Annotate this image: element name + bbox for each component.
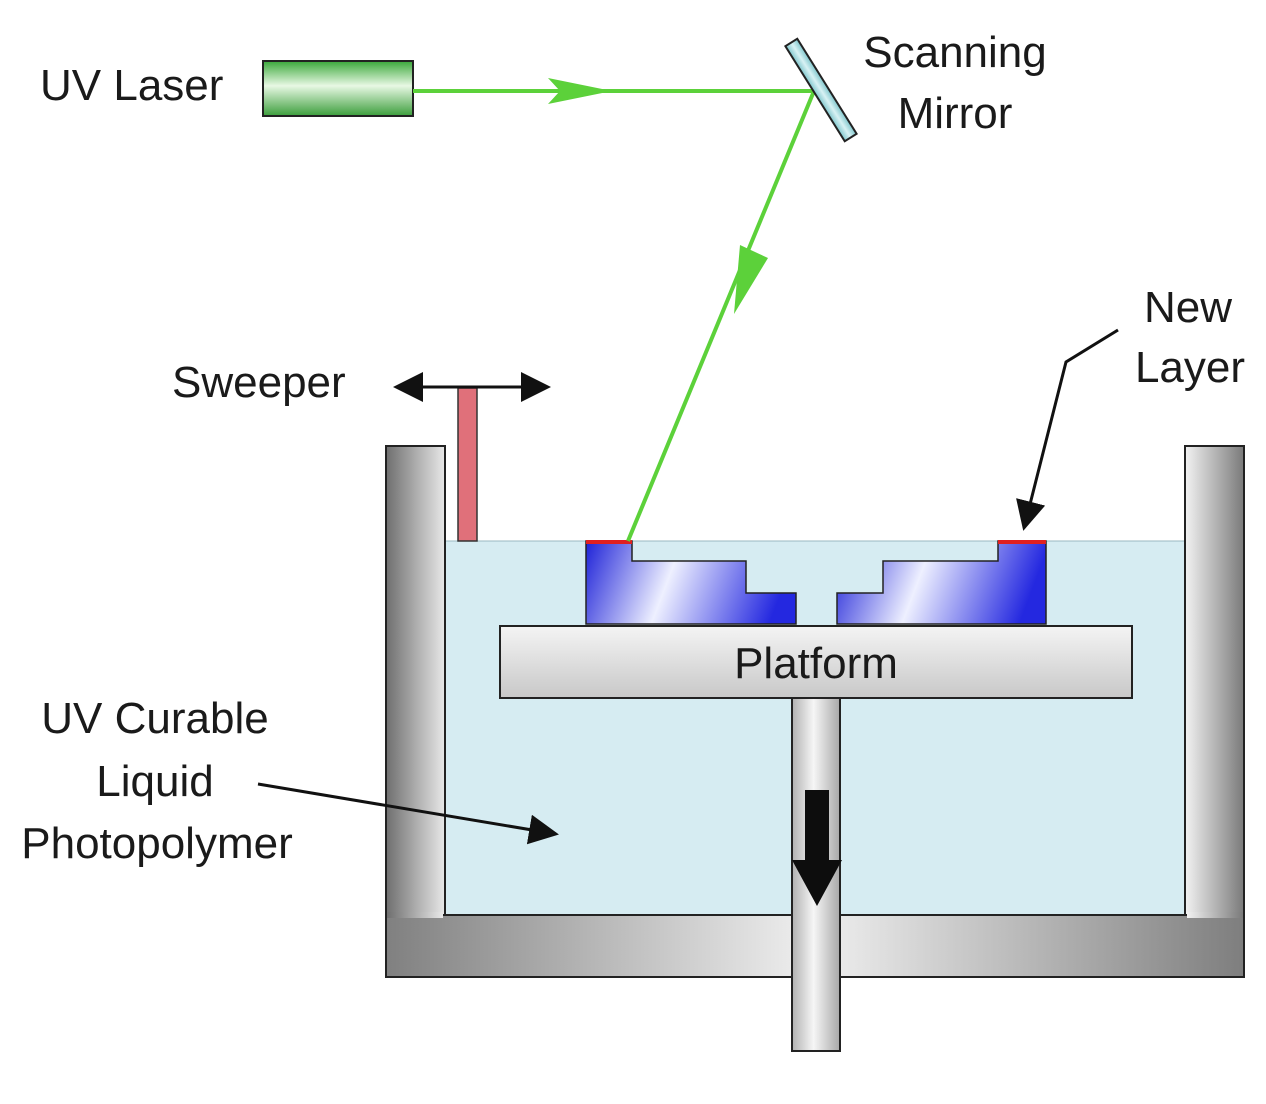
laser-beam (413, 78, 816, 542)
scanning-mirror (784, 37, 858, 143)
liquid-label-line1: UV Curable (41, 694, 268, 743)
platform-label: Platform (734, 639, 898, 688)
scanning-mirror-label-line1: Scanning (863, 28, 1046, 77)
new-layer-label-line1: New (1144, 283, 1232, 332)
down-arrow-icon (792, 790, 842, 906)
vat-left-wall (385, 445, 446, 917)
liquid-pointer-arrow (257, 782, 559, 845)
sweeper-blade (457, 387, 478, 542)
liquid-label-line2: Liquid (96, 757, 213, 806)
new-layer-label-line2: Layer (1135, 343, 1245, 392)
liquid-label-line3: Photopolymer (21, 819, 292, 868)
vat (385, 445, 1245, 978)
new-layer-pointer-arrow (1016, 328, 1119, 531)
scanning-mirror-label-line2: Mirror (898, 89, 1013, 138)
vat-right-wall (1184, 445, 1245, 917)
uv-laser-body (262, 60, 414, 117)
part-left (585, 540, 797, 625)
platform (499, 625, 1133, 699)
sweeper-label: Sweeper (172, 358, 346, 407)
beam-arrow-right-icon (548, 78, 612, 104)
beam-arrow-down-icon (734, 245, 768, 314)
uv-laser-label: UV Laser (40, 61, 223, 110)
